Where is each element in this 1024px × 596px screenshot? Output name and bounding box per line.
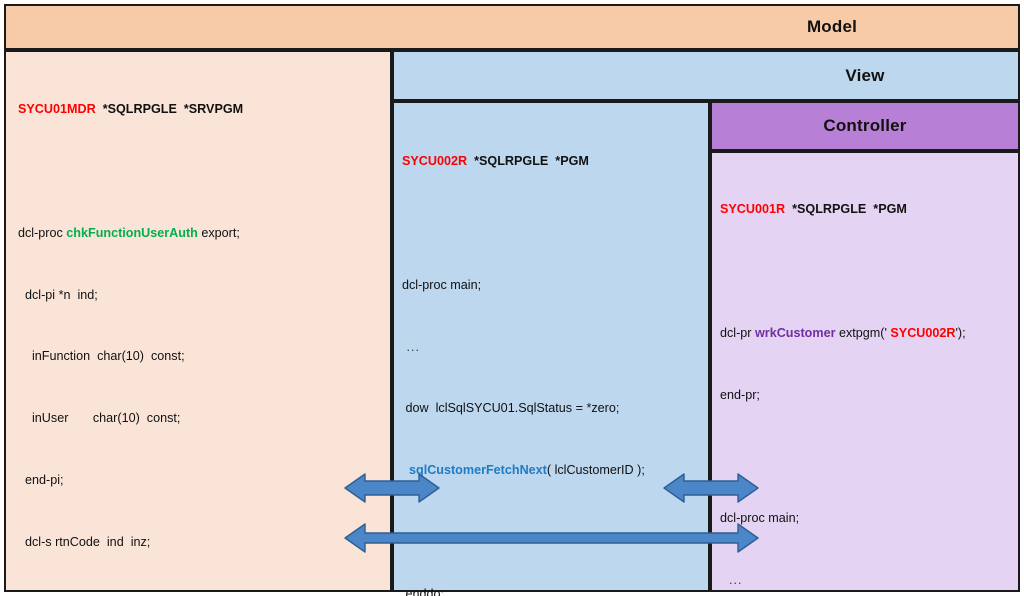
- pr-wrkCustomer: wrkCustomer: [755, 325, 836, 340]
- model-code-line: dcl-pi *n ind;: [18, 287, 98, 302]
- view-code-line: dow lclSqlSYCU01.SqlStatus = *zero;: [402, 401, 620, 416]
- model-body-panel: [4, 50, 392, 592]
- controller-type-1: *SQLRPGLE: [792, 202, 867, 217]
- model-program-name: SYCU01MDR: [18, 102, 96, 117]
- spacer: [720, 446, 966, 467]
- model-code-line: inUser char(10) const;: [18, 411, 181, 426]
- controller-type-2: *PGM: [873, 202, 907, 217]
- model-view-arrow: [344, 473, 440, 503]
- view-code-block: SYCU002R *SQLRPGLE *PGM dcl-proc main; .…: [402, 110, 645, 596]
- model-type-1: *SQLRPGLE: [102, 102, 177, 117]
- model-header-band: Model: [4, 4, 1020, 50]
- view-type-2: *PGM: [555, 154, 589, 169]
- controller-title: Controller: [823, 116, 907, 135]
- view-header-band: View: [392, 50, 1020, 101]
- spacer: [402, 213, 645, 234]
- model-heading-line: SYCU01MDR *SQLRPGLE *SRVPGM: [18, 99, 324, 120]
- model-code-line: inFunction char(10) const;: [18, 349, 185, 364]
- controller-heading-line: SYCU001R *SQLRPGLE *PGM: [720, 199, 966, 220]
- controller-code-line: end-pr;: [720, 387, 760, 402]
- view-code-line: ...: [402, 339, 420, 354]
- model-type-2: *SRVPGM: [183, 102, 244, 117]
- view-body-panel: [392, 101, 710, 592]
- spacer: [18, 161, 324, 182]
- model-controller-arrow: [344, 523, 759, 553]
- controller-code-line: dcl-pr wrkCustomer extpgm(' SYCU002R');: [720, 325, 966, 340]
- view-title: View: [845, 65, 885, 85]
- extpgm-SYCU002R: SYCU002R: [890, 325, 956, 340]
- controller-header-band: Controller: [710, 101, 1020, 151]
- model-title: Model: [806, 17, 858, 36]
- model-code-line: dcl-s rtnCode ind inz;: [18, 534, 151, 549]
- model-code-line: end-pi;: [18, 472, 64, 487]
- controller-code-block: SYCU001R *SQLRPGLE *PGM dcl-pr wrkCustom…: [720, 158, 966, 596]
- view-code-line: sqlCustomerFetchNext( lclCustomerID );: [409, 463, 645, 478]
- controller-program-name: SYCU001R: [720, 202, 786, 217]
- view-controller-arrow: [663, 473, 759, 503]
- proc-chkFunctionUserAuth: chkFunctionUserAuth: [66, 225, 198, 240]
- spacer: [720, 261, 966, 282]
- controller-body-panel: [710, 151, 1020, 592]
- call-sqlCustomerFetchNext: sqlCustomerFetchNext: [409, 463, 547, 478]
- view-heading-line: SYCU002R *SQLRPGLE *PGM: [402, 151, 645, 172]
- view-program-name: SYCU002R: [402, 154, 468, 169]
- view-code-line: dcl-proc main;: [402, 277, 482, 292]
- model-code-block: SYCU01MDR *SQLRPGLE *SRVPGM dcl-proc chk…: [18, 58, 324, 596]
- controller-code-line: ...: [720, 572, 743, 587]
- model-code-line: dcl-proc chkFunctionUserAuth export;: [18, 225, 240, 240]
- view-type-1: *SQLRPGLE: [474, 154, 549, 169]
- view-code-line: enddo;: [402, 586, 445, 596]
- controller-code-line: dcl-proc main;: [720, 511, 800, 526]
